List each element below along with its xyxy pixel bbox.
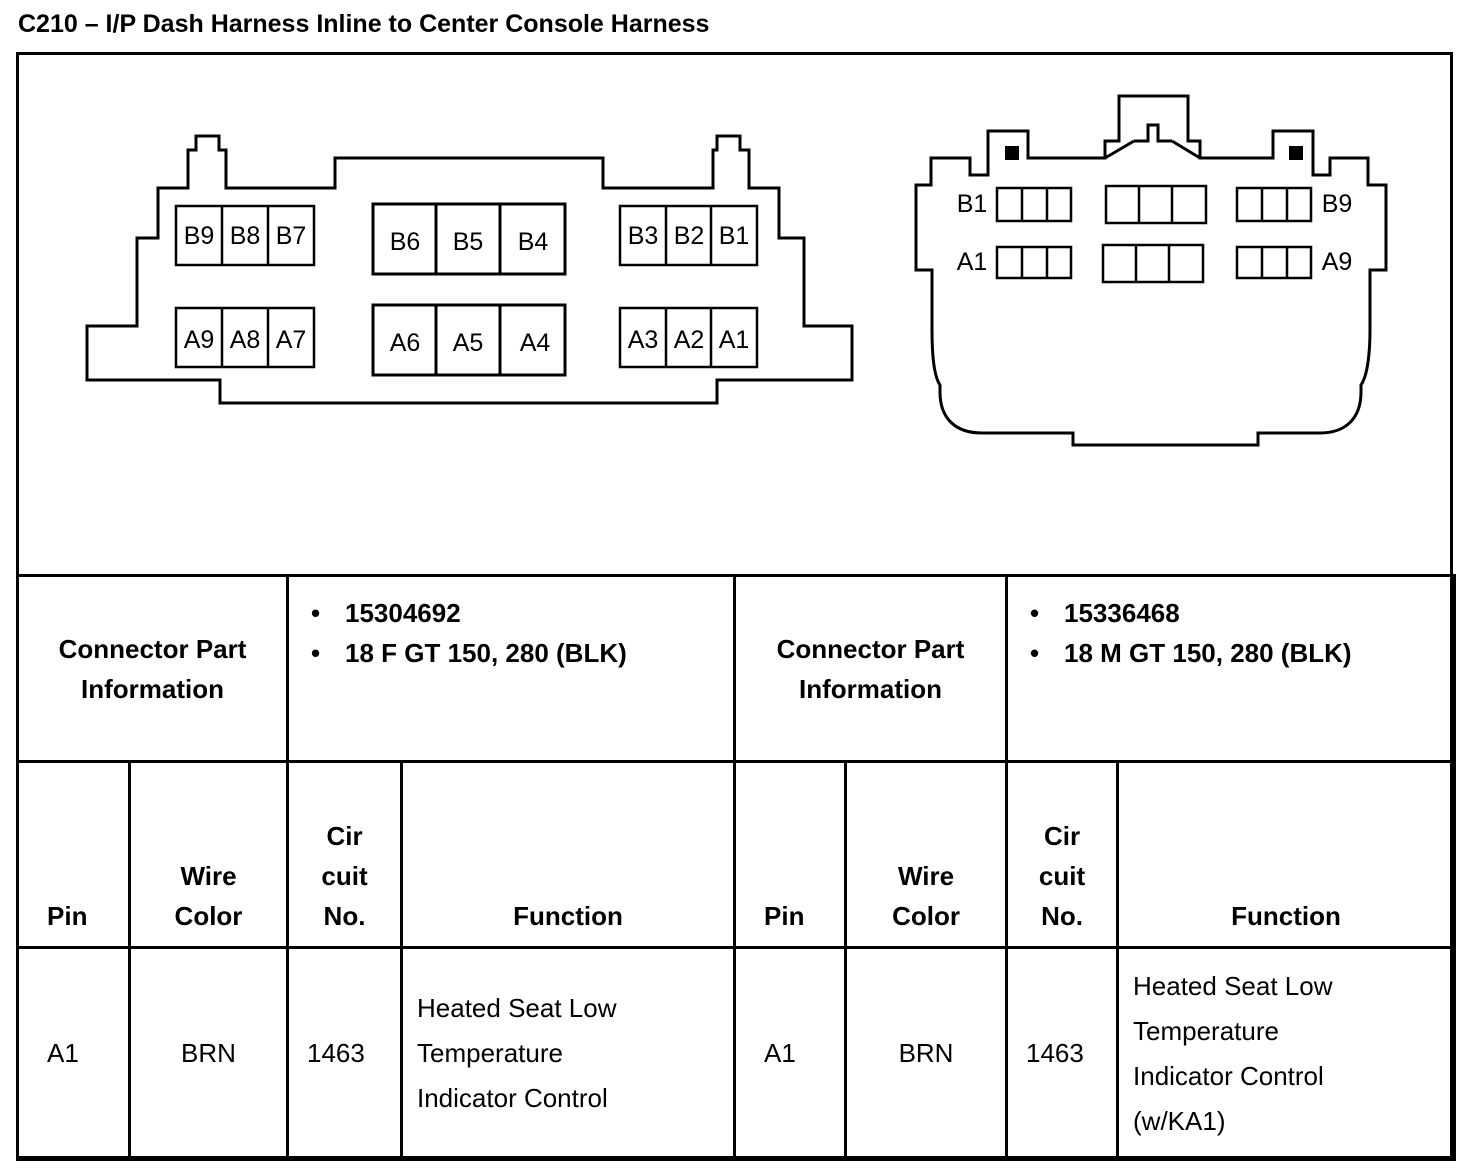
- pin-label: B7: [276, 222, 307, 250]
- pin-label: A7: [276, 326, 307, 354]
- connector-part-info-left: 15304692 18 F GT 150, 280 (BLK): [285, 574, 737, 763]
- pin-label: A3: [628, 326, 659, 354]
- pin-label: A9: [1322, 248, 1353, 276]
- pin-label: B9: [184, 222, 215, 250]
- pin-label: B9: [1322, 190, 1353, 218]
- part-description: 18 M GT 150, 280 (BLK): [1022, 633, 1453, 673]
- part-number: 15304692: [303, 593, 733, 633]
- connector-diagram: B9 B8 B7 B6 B5 B4 B3 B2 B1 A9 A8 A7 A6 A…: [85, 94, 1388, 447]
- male-pin-group-top-left: [995, 186, 1073, 223]
- cell-function: Heated Seat Low Temperature Indicator Co…: [1116, 946, 1457, 1161]
- pin-label: B1: [957, 190, 988, 218]
- pin-label: A1: [719, 326, 750, 354]
- female-pin-block-b-right: B3 B2 B1: [618, 204, 759, 267]
- header-pin: Pin: [733, 760, 848, 949]
- connector-info-row: Connector Part Information 15304692 18 F…: [16, 574, 1457, 763]
- pin-label: A1: [957, 248, 988, 276]
- pin-label: B5: [453, 228, 484, 256]
- cell-wire-color: BRN: [128, 946, 289, 1161]
- pin-label: B3: [628, 222, 659, 250]
- pinout-table: Connector Part Information 15304692 18 F…: [16, 574, 1457, 1161]
- pin-label: B8: [230, 222, 261, 250]
- female-pin-block-b-left: B9 B8 B7: [174, 204, 316, 267]
- pin-label: B2: [674, 222, 705, 250]
- male-pin-group-bottom-left: [995, 245, 1073, 280]
- pin-label: A4: [520, 329, 551, 357]
- pin-label: A9: [184, 326, 215, 354]
- connector-part-info-right: 15336468 18 M GT 150, 280 (BLK): [1005, 574, 1457, 763]
- header-function: Function: [1116, 760, 1457, 949]
- cell-pin: A1: [16, 946, 131, 1161]
- cell-wire-color: BRN: [844, 946, 1009, 1161]
- table-row: A1 BRN 1463 Heated Seat Low Temperature …: [16, 946, 1457, 1161]
- part-description: 18 F GT 150, 280 (BLK): [303, 633, 733, 673]
- page-title: C210 – I/P Dash Harness Inline to Center…: [18, 10, 710, 38]
- female-pin-block-a-right: A3 A2 A1: [618, 306, 759, 369]
- female-pin-block-a-mid: A6 A5 A4: [371, 303, 567, 377]
- part-number: 15336468: [1022, 593, 1453, 633]
- female-connector-outline: [85, 134, 854, 405]
- connector-part-info-label-left: Connector Part Information: [16, 574, 289, 763]
- cell-function: Heated Seat Low Temperature Indicator Co…: [399, 946, 737, 1161]
- pin-label: B4: [518, 228, 549, 256]
- pin-label: A2: [674, 326, 705, 354]
- male-connector-outline: [914, 94, 1388, 447]
- pin-label: A8: [230, 326, 261, 354]
- key-mark: [1289, 146, 1303, 160]
- header-function: Function: [399, 760, 737, 949]
- key-mark: [1005, 146, 1019, 160]
- pin-label: B6: [390, 228, 421, 256]
- male-pin-group-bottom-right: [1235, 245, 1313, 280]
- male-connector-latch: [1134, 123, 1172, 143]
- cell-pin: A1: [733, 946, 848, 1161]
- cell-circuit: 1463: [1005, 946, 1120, 1161]
- female-pin-block-a-left: A9 A8 A7: [174, 306, 316, 369]
- header-pin: Pin: [16, 760, 131, 949]
- pin-label: A6: [390, 329, 421, 357]
- pin-label: A5: [453, 329, 484, 357]
- male-pin-group-top-right: [1235, 186, 1313, 223]
- male-pin-group-bottom-mid: [1101, 243, 1205, 284]
- cell-circuit: 1463: [286, 946, 403, 1161]
- male-pin-group-top-mid: [1104, 184, 1208, 225]
- female-pin-block-b-mid: B6 B5 B4: [371, 202, 567, 276]
- pin-label: B1: [719, 222, 750, 250]
- connector-part-info-label-right: Connector Part Information: [733, 574, 1009, 763]
